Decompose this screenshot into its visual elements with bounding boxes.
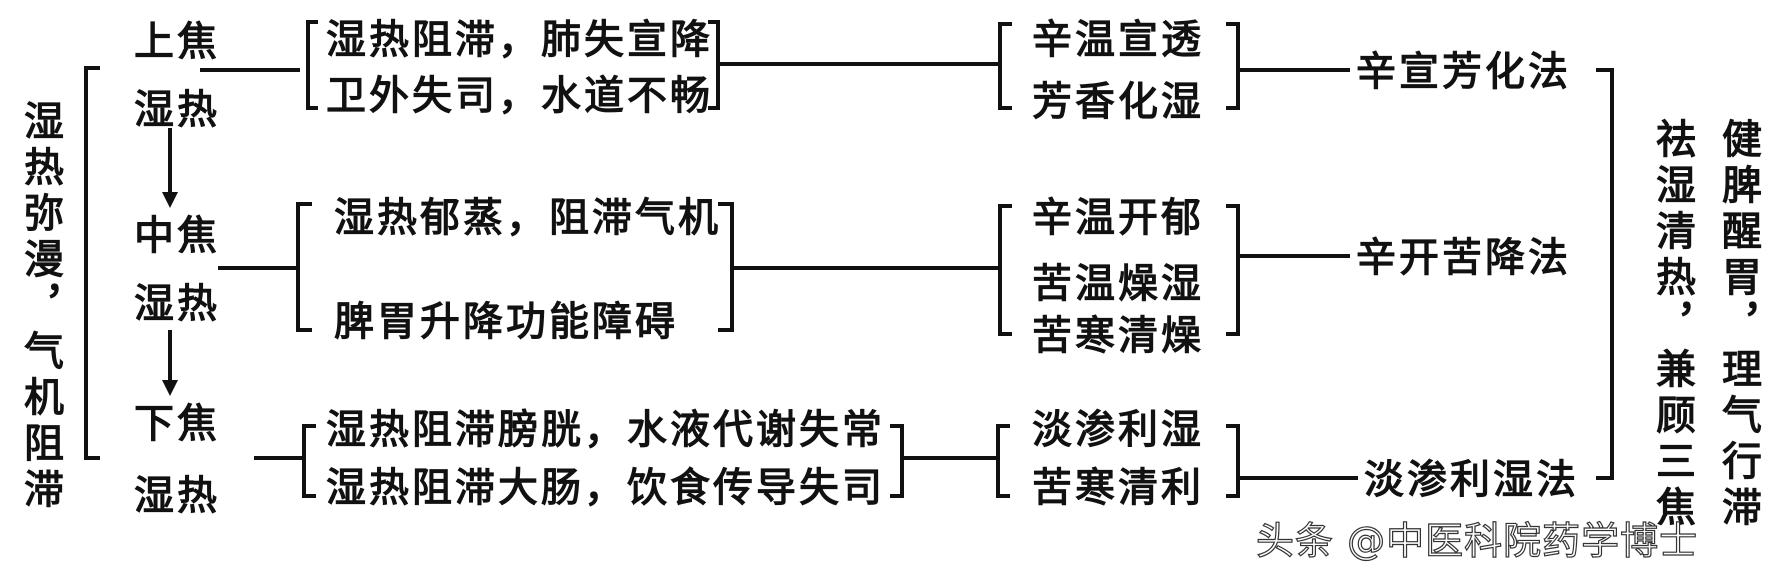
pathology-middle-1: 湿热郁蒸，阻滞气机 bbox=[334, 194, 721, 241]
pathology-upper-1: 湿热阻滞，肺失宣降 bbox=[326, 16, 713, 63]
therapy-lower-1: 淡渗利湿 bbox=[1032, 406, 1204, 453]
method-upper: 辛宣芳化法 bbox=[1356, 48, 1571, 95]
arrow-down-icon bbox=[162, 380, 178, 396]
therapy-middle-2: 苦温燥湿 bbox=[1032, 260, 1204, 307]
therapy-lower-2: 苦寒清利 bbox=[1032, 464, 1204, 511]
zone-kind-middle: 湿热 bbox=[134, 280, 220, 327]
pathology-middle-2: 脾胃升降功能障碍 bbox=[334, 298, 678, 345]
pathology-upper-2: 卫外失司，水道不畅 bbox=[326, 72, 713, 119]
outer-left-bracket bbox=[84, 66, 100, 460]
method-lower: 淡渗利湿法 bbox=[1364, 456, 1579, 503]
method-middle: 辛开苦降法 bbox=[1356, 234, 1571, 281]
pathology-lower-2: 湿热阻滞大肠，饮食传导失司 bbox=[326, 464, 885, 511]
outer-right-bracket bbox=[1596, 68, 1614, 480]
right-title-col2: 健脾醒胃，理气行滞 bbox=[1715, 118, 1762, 532]
therapy-middle-3: 苦寒清燥 bbox=[1032, 312, 1204, 359]
zone-kind-lower: 湿热 bbox=[134, 472, 220, 519]
therapy-upper-1: 辛温宣透 bbox=[1032, 16, 1204, 63]
right-title-col1: 祛湿清热，兼顾三焦 bbox=[1649, 118, 1696, 532]
left-title: 湿热弥漫，气机阻滞 bbox=[17, 100, 64, 514]
therapy-middle-1: 辛温开郁 bbox=[1032, 194, 1204, 241]
zone-label-lower: 下焦 bbox=[134, 400, 220, 447]
therapy-upper-2: 芳香化湿 bbox=[1032, 78, 1204, 125]
pathology-lower-1: 湿热阻滞膀胱，水液代谢失常 bbox=[326, 406, 885, 453]
zone-label-middle: 中焦 bbox=[134, 212, 220, 259]
watermark-text: 头条 @中医科院药学博士 bbox=[1255, 518, 1699, 563]
arrow-down-icon bbox=[162, 192, 178, 208]
zone-label-upper: 上焦 bbox=[134, 18, 220, 65]
zone-kind-upper: 湿热 bbox=[134, 86, 220, 133]
